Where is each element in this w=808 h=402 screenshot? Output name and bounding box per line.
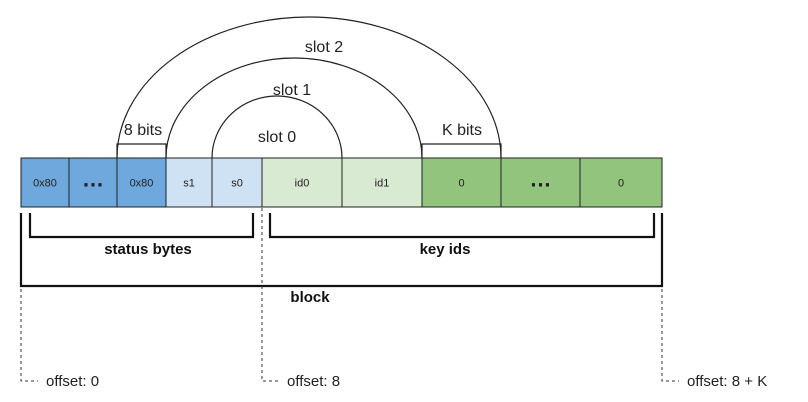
label-slot-2: slot 2 — [305, 39, 343, 56]
brace-k-bits — [421, 143, 502, 158]
guide-offset-8-plus-k — [661, 289, 679, 382]
cell-label-2: 0x80 — [130, 178, 154, 190]
label-key-ids: key ids — [420, 241, 471, 258]
guide-offset-0 — [20, 289, 38, 382]
label-slot-0: slot 0 — [258, 129, 296, 146]
label-offset-8: offset: 8 — [287, 373, 340, 390]
cell-6 — [341, 157, 423, 208]
block-cells: 0x80 … 0x80 s1 s0 id0 id1 0 … 0 — [20, 157, 663, 208]
cell-7 — [421, 157, 502, 208]
arc-slot-1 — [165, 57, 423, 159]
label-block: block — [290, 289, 330, 306]
brace-8-bits — [116, 143, 167, 158]
cell-2 — [116, 157, 167, 208]
cell-9 — [579, 157, 663, 208]
cell-label-7: 0 — [458, 178, 464, 190]
cell-label-6: id1 — [375, 178, 390, 190]
cell-label-5: id0 — [295, 178, 310, 190]
bracket-block — [19, 213, 664, 288]
cell-label-1: … — [82, 167, 104, 192]
cell-label-0: 0x80 — [33, 178, 57, 190]
cell-0 — [20, 157, 70, 208]
cell-3 — [165, 157, 213, 208]
label-8-bits: 8 bits — [124, 122, 162, 139]
label-offset-8-plus-k: offset: 8 + K — [687, 373, 767, 390]
cell-8 — [500, 157, 581, 208]
cell-label-4: s0 — [231, 178, 243, 190]
label-offset-0: offset: 0 — [46, 373, 99, 390]
arc-slot-2 — [116, 16, 502, 159]
label-status-bytes: status bytes — [104, 241, 192, 258]
cell-label-9: 0 — [618, 178, 624, 190]
cell-1 — [68, 157, 118, 208]
label-slot-1: slot 1 — [273, 82, 311, 99]
cell-label-8: … — [530, 167, 552, 192]
arc-slot-0 — [211, 95, 343, 159]
bracket-key-ids — [268, 213, 656, 239]
bracket-status-bytes — [28, 213, 255, 239]
cell-5 — [261, 157, 343, 208]
cell-label-3: s1 — [183, 178, 195, 190]
label-k-bits: K bits — [442, 122, 482, 139]
